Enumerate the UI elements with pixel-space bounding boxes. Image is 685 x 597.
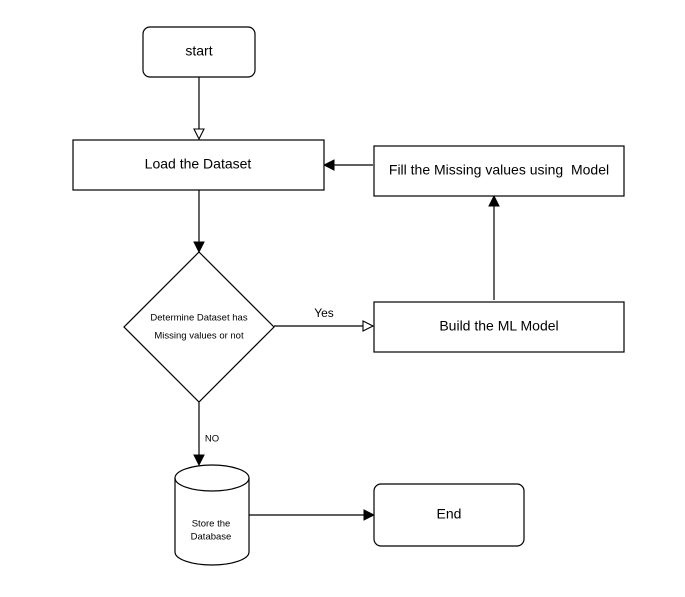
decision-label-line1: Determine Dataset has	[150, 313, 247, 324]
end-node-label: End	[437, 506, 462, 522]
start-node-label: start	[185, 43, 212, 59]
decision-label-line2: Missing values or not	[154, 331, 244, 342]
load-dataset-label: Load the Dataset	[145, 156, 252, 172]
edge-label-no: NO	[205, 434, 219, 445]
decision-node: Determine Dataset has Missing values or …	[123, 251, 275, 403]
store-database-label-line2: Database	[191, 532, 232, 543]
edge-label-yes: Yes	[314, 306, 334, 320]
fill-missing-label: Fill the Missing values using Model	[389, 162, 609, 178]
build-model-label: Build the ML Model	[439, 318, 558, 334]
store-database-label-line1: Store the	[192, 519, 231, 530]
fill-missing-node: Fill the Missing values using Model	[373, 145, 625, 197]
start-node: start	[142, 26, 256, 78]
build-model-node: Build the ML Model	[373, 301, 625, 353]
load-dataset-node: Load the Dataset	[72, 139, 325, 191]
store-database-node: Store the Database	[174, 464, 250, 566]
end-node: End	[373, 483, 525, 547]
